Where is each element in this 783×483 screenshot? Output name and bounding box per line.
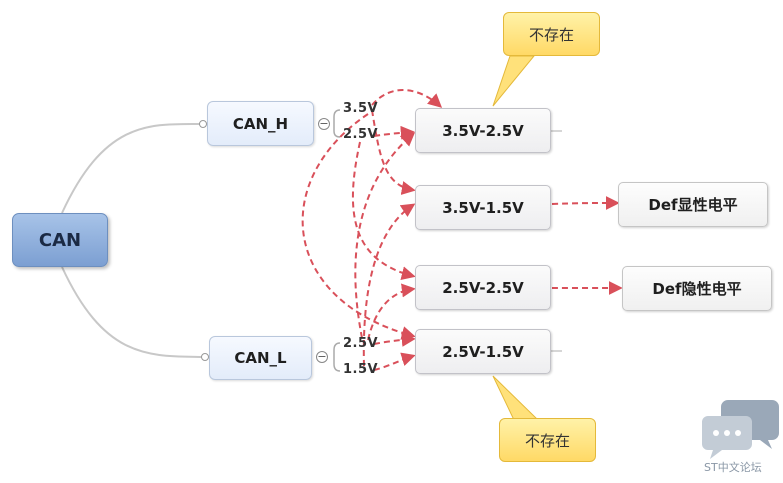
arrow-l15-to-c4 — [373, 352, 416, 371]
chat-bubble-icon — [702, 400, 779, 459]
bracket-canl — [333, 342, 341, 372]
collapse-toggle-can-h[interactable]: − — [318, 117, 330, 130]
node-can-h[interactable]: CAN_H — [207, 101, 314, 146]
arrow-l25-to-c3 — [367, 283, 416, 341]
arrow-l25-to-c1 — [354, 132, 416, 339]
arrow-l25-to-c4 — [373, 332, 416, 347]
combo-box-3[interactable]: 2.5V-2.5V — [415, 265, 551, 310]
callout-not-exist-top[interactable]: 不存在 — [503, 12, 600, 56]
connector-dot-canh — [199, 120, 207, 128]
arrow-l15-to-c2 — [362, 203, 416, 367]
voltage-can-h-low: 2.5V — [343, 127, 379, 142]
arrow-h35-to-c2 — [371, 109, 416, 195]
combo-box-4[interactable]: 2.5V-1.5V — [415, 329, 551, 374]
arrow-c2-to-dominant — [551, 196, 620, 211]
combo-box-1[interactable]: 3.5V-2.5V — [415, 108, 551, 153]
voltage-can-l-low: 1.5V — [343, 362, 379, 377]
arrow-h35-to-c4 — [301, 113, 416, 340]
root-node-can[interactable]: CAN — [12, 213, 108, 267]
node-can-l[interactable]: CAN_L — [209, 336, 312, 380]
connector-root-canh — [61, 122, 202, 214]
arrow-h25-to-c1 — [373, 125, 415, 140]
callout-not-exist-bottom[interactable]: 不存在 — [499, 418, 596, 462]
arrow-h25-to-c3 — [351, 141, 416, 281]
bracket-canh — [333, 109, 341, 138]
voltage-can-h-high: 3.5V — [343, 101, 379, 116]
arrow-h35-to-c1 — [371, 89, 443, 108]
combo-box-2[interactable]: 3.5V-1.5V — [415, 185, 551, 230]
result-recessive-level[interactable]: Def隐性电平 — [622, 266, 772, 311]
collapse-toggle-can-l[interactable]: − — [316, 350, 328, 363]
voltage-can-l-high: 2.5V — [343, 336, 379, 351]
callout-tail-top — [492, 55, 536, 107]
watermark-text: ST中文论坛 — [704, 461, 762, 474]
connector-dot-canl — [201, 353, 209, 361]
result-dominant-level[interactable]: Def显性电平 — [618, 182, 768, 227]
callout-tail-bottom — [492, 375, 540, 421]
connector-root-canl — [61, 266, 204, 358]
